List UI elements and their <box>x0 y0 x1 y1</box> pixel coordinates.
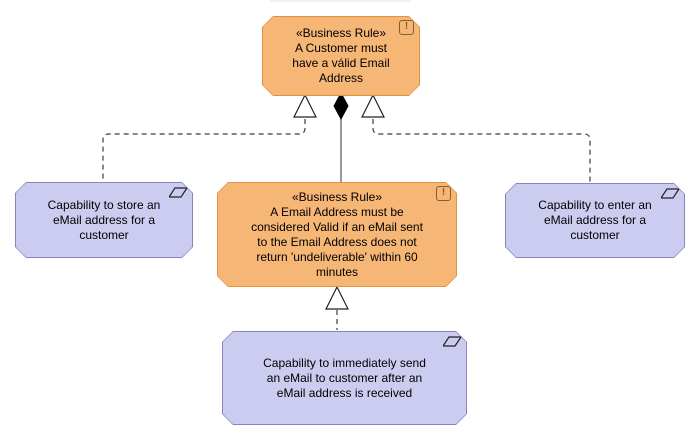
node-capability-store-email[interactable]: Capability to store an eMail address for… <box>15 182 193 258</box>
capability-parallelogram-icon <box>169 187 188 198</box>
node-rule-customer-email[interactable]: ! «Business Rule» A Customer must have a… <box>262 16 420 96</box>
rule-exclamation-icon: ! <box>436 186 451 201</box>
capability-parallelogram-icon <box>443 336 462 347</box>
node-text: A Email Address must be considered Valid… <box>251 204 423 279</box>
node-capability-enter-email[interactable]: Capability to enter an eMail address for… <box>505 183 685 258</box>
aggregation-diamond-icon <box>333 91 349 121</box>
node-text: Capability to immediately send an eMail … <box>263 355 426 400</box>
realization-store-to-customer-rule <box>102 93 317 181</box>
rule-exclamation-icon: ! <box>399 20 414 35</box>
realization-enter-to-customer-rule <box>361 93 591 182</box>
node-text: A Customer must have a válid Email Addre… <box>292 41 390 85</box>
clipped-element-edge <box>270 0 411 2</box>
capability-parallelogram-icon <box>661 188 680 199</box>
aggregation-validity-to-customer-rule <box>333 91 349 182</box>
realization-triangle-icon <box>293 93 317 118</box>
node-capability-send-email[interactable]: Capability to immediately send an eMail … <box>222 331 467 425</box>
node-rule-email-validity[interactable]: ! «Business Rule» A Email Address must b… <box>217 182 457 287</box>
realization-triangle-icon <box>361 93 385 118</box>
stereotype-label: «Business Rule» <box>295 26 387 40</box>
node-text: Capability to enter an eMail address for… <box>538 198 652 242</box>
realization-triangle-icon <box>325 285 349 310</box>
stereotype-label: «Business Rule» <box>291 189 383 204</box>
node-text: Capability to store an eMail address for… <box>47 197 161 242</box>
realization-send-to-validity-rule <box>325 285 349 330</box>
